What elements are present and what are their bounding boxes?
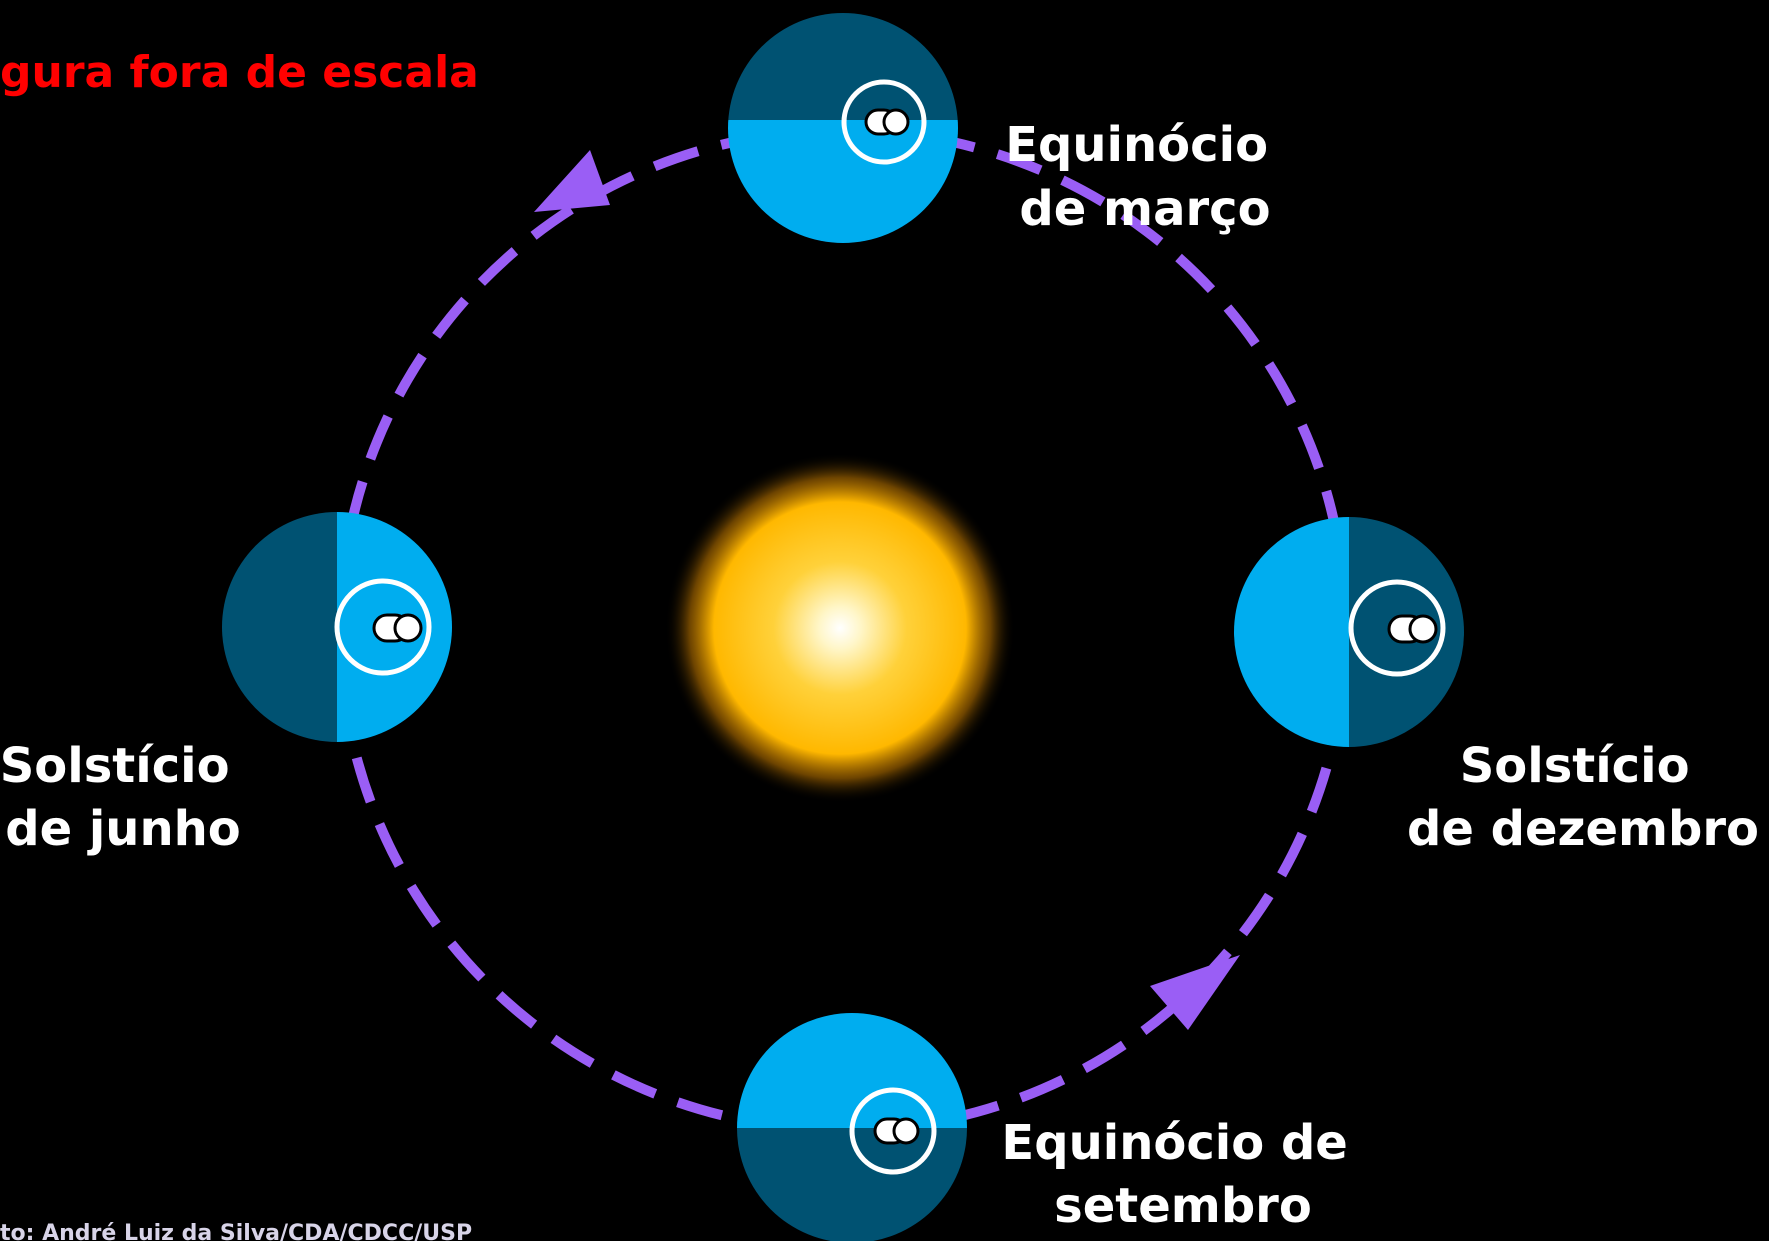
- image-credit: to: André Luiz da Silva/CDA/CDCC/USP: [0, 1221, 472, 1241]
- observer-icon: [849, 1087, 937, 1175]
- june-solstice-label: Solstício de junho: [0, 738, 246, 857]
- orbit-arrow-icon: [534, 150, 610, 212]
- march-equinox-label: Equinócio de março: [1005, 117, 1285, 237]
- september-equinox-label: Equinócio de setembro: [1001, 1115, 1364, 1234]
- december-solstice-label: Solstício de dezembro: [1407, 738, 1759, 857]
- observer-icon: [334, 578, 432, 676]
- scale-warning: gura fora de escala: [0, 47, 479, 98]
- orbit-arrow-icon: [1150, 955, 1240, 1030]
- sun-icon: [665, 453, 1015, 803]
- observer-icon: [841, 79, 927, 165]
- observer-icon: [1348, 579, 1446, 677]
